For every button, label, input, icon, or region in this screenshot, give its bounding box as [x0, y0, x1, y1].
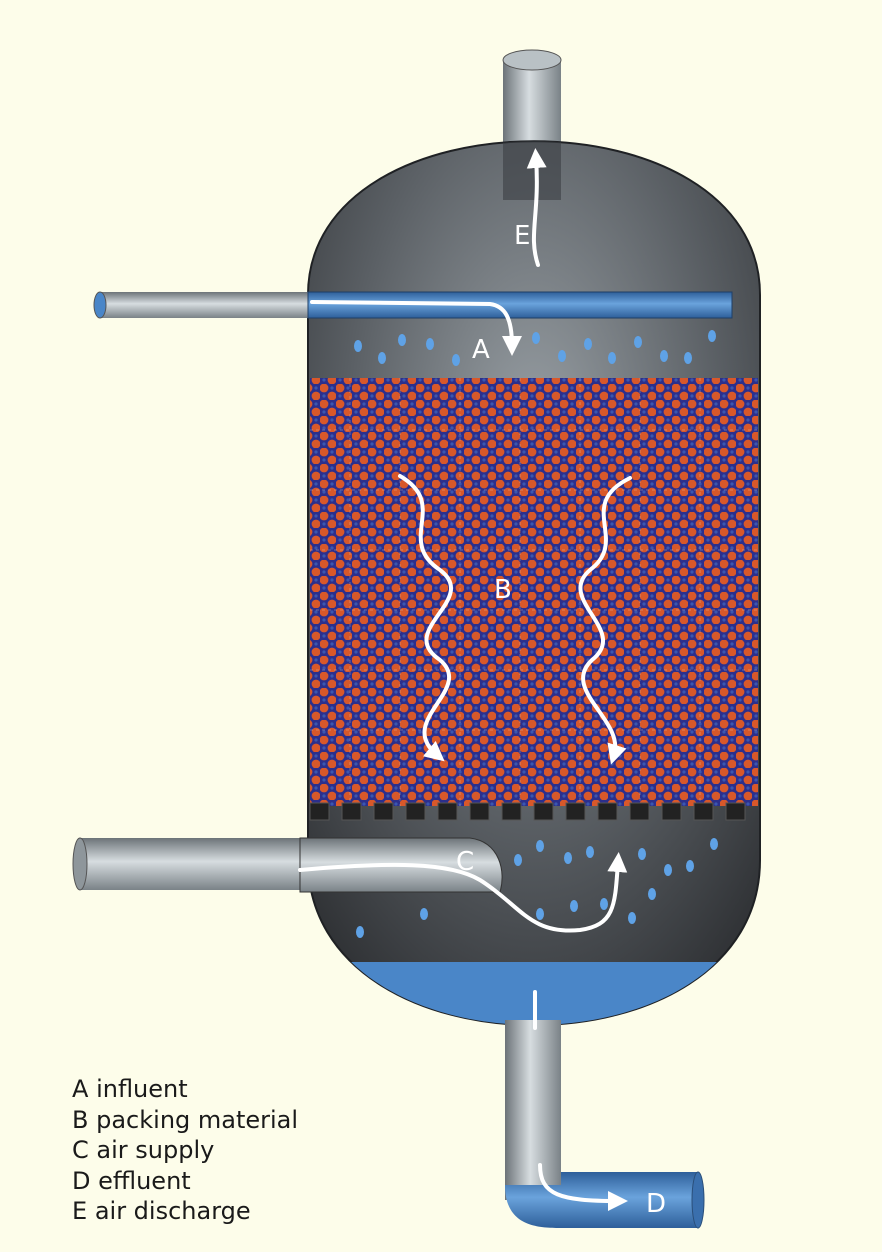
trickle-arrow-left — [398, 474, 453, 762]
effluent-pipe — [505, 1020, 705, 1229]
label-d: D — [646, 1189, 666, 1219]
influent-arrow — [310, 300, 522, 356]
trickle-arrow-right — [578, 476, 632, 765]
legend-key: D — [72, 1166, 91, 1195]
effluent-outlet-arrow — [538, 1163, 628, 1211]
legend-key: B — [72, 1105, 89, 1134]
label-a: A — [472, 335, 490, 365]
legend-text: effluent — [98, 1166, 191, 1195]
legend-text: influent — [96, 1075, 188, 1103]
packing-layer-lines — [310, 378, 758, 806]
legend-key: E — [72, 1197, 88, 1225]
label-e: E — [514, 221, 530, 251]
legend-text: packing material — [96, 1105, 299, 1134]
legend-item-c: C air supply — [72, 1135, 298, 1166]
air-supply-pipe — [72, 837, 503, 893]
legend-text: air discharge — [94, 1197, 251, 1225]
flow-arrows — [298, 148, 632, 1211]
legend-key: C — [72, 1136, 89, 1164]
air-supply-arrow — [298, 852, 628, 933]
legend: A influent B packing material C air supp… — [72, 1074, 298, 1227]
legend-key: A — [72, 1075, 89, 1103]
legend-item-b: B packing material — [72, 1105, 298, 1136]
water-droplets — [354, 330, 718, 938]
legend-item-e: E air discharge — [72, 1196, 298, 1227]
legend-text: air supply — [96, 1136, 215, 1164]
support-grid — [309, 802, 746, 821]
influent-pipe — [93, 291, 733, 319]
packing-bed — [310, 378, 758, 806]
legend-item-a: A influent — [72, 1074, 298, 1105]
legend-item-d: D effluent — [72, 1166, 298, 1197]
label-c: C — [456, 847, 474, 877]
air-discharge-arrow — [526, 148, 547, 267]
label-b: B — [494, 575, 512, 605]
